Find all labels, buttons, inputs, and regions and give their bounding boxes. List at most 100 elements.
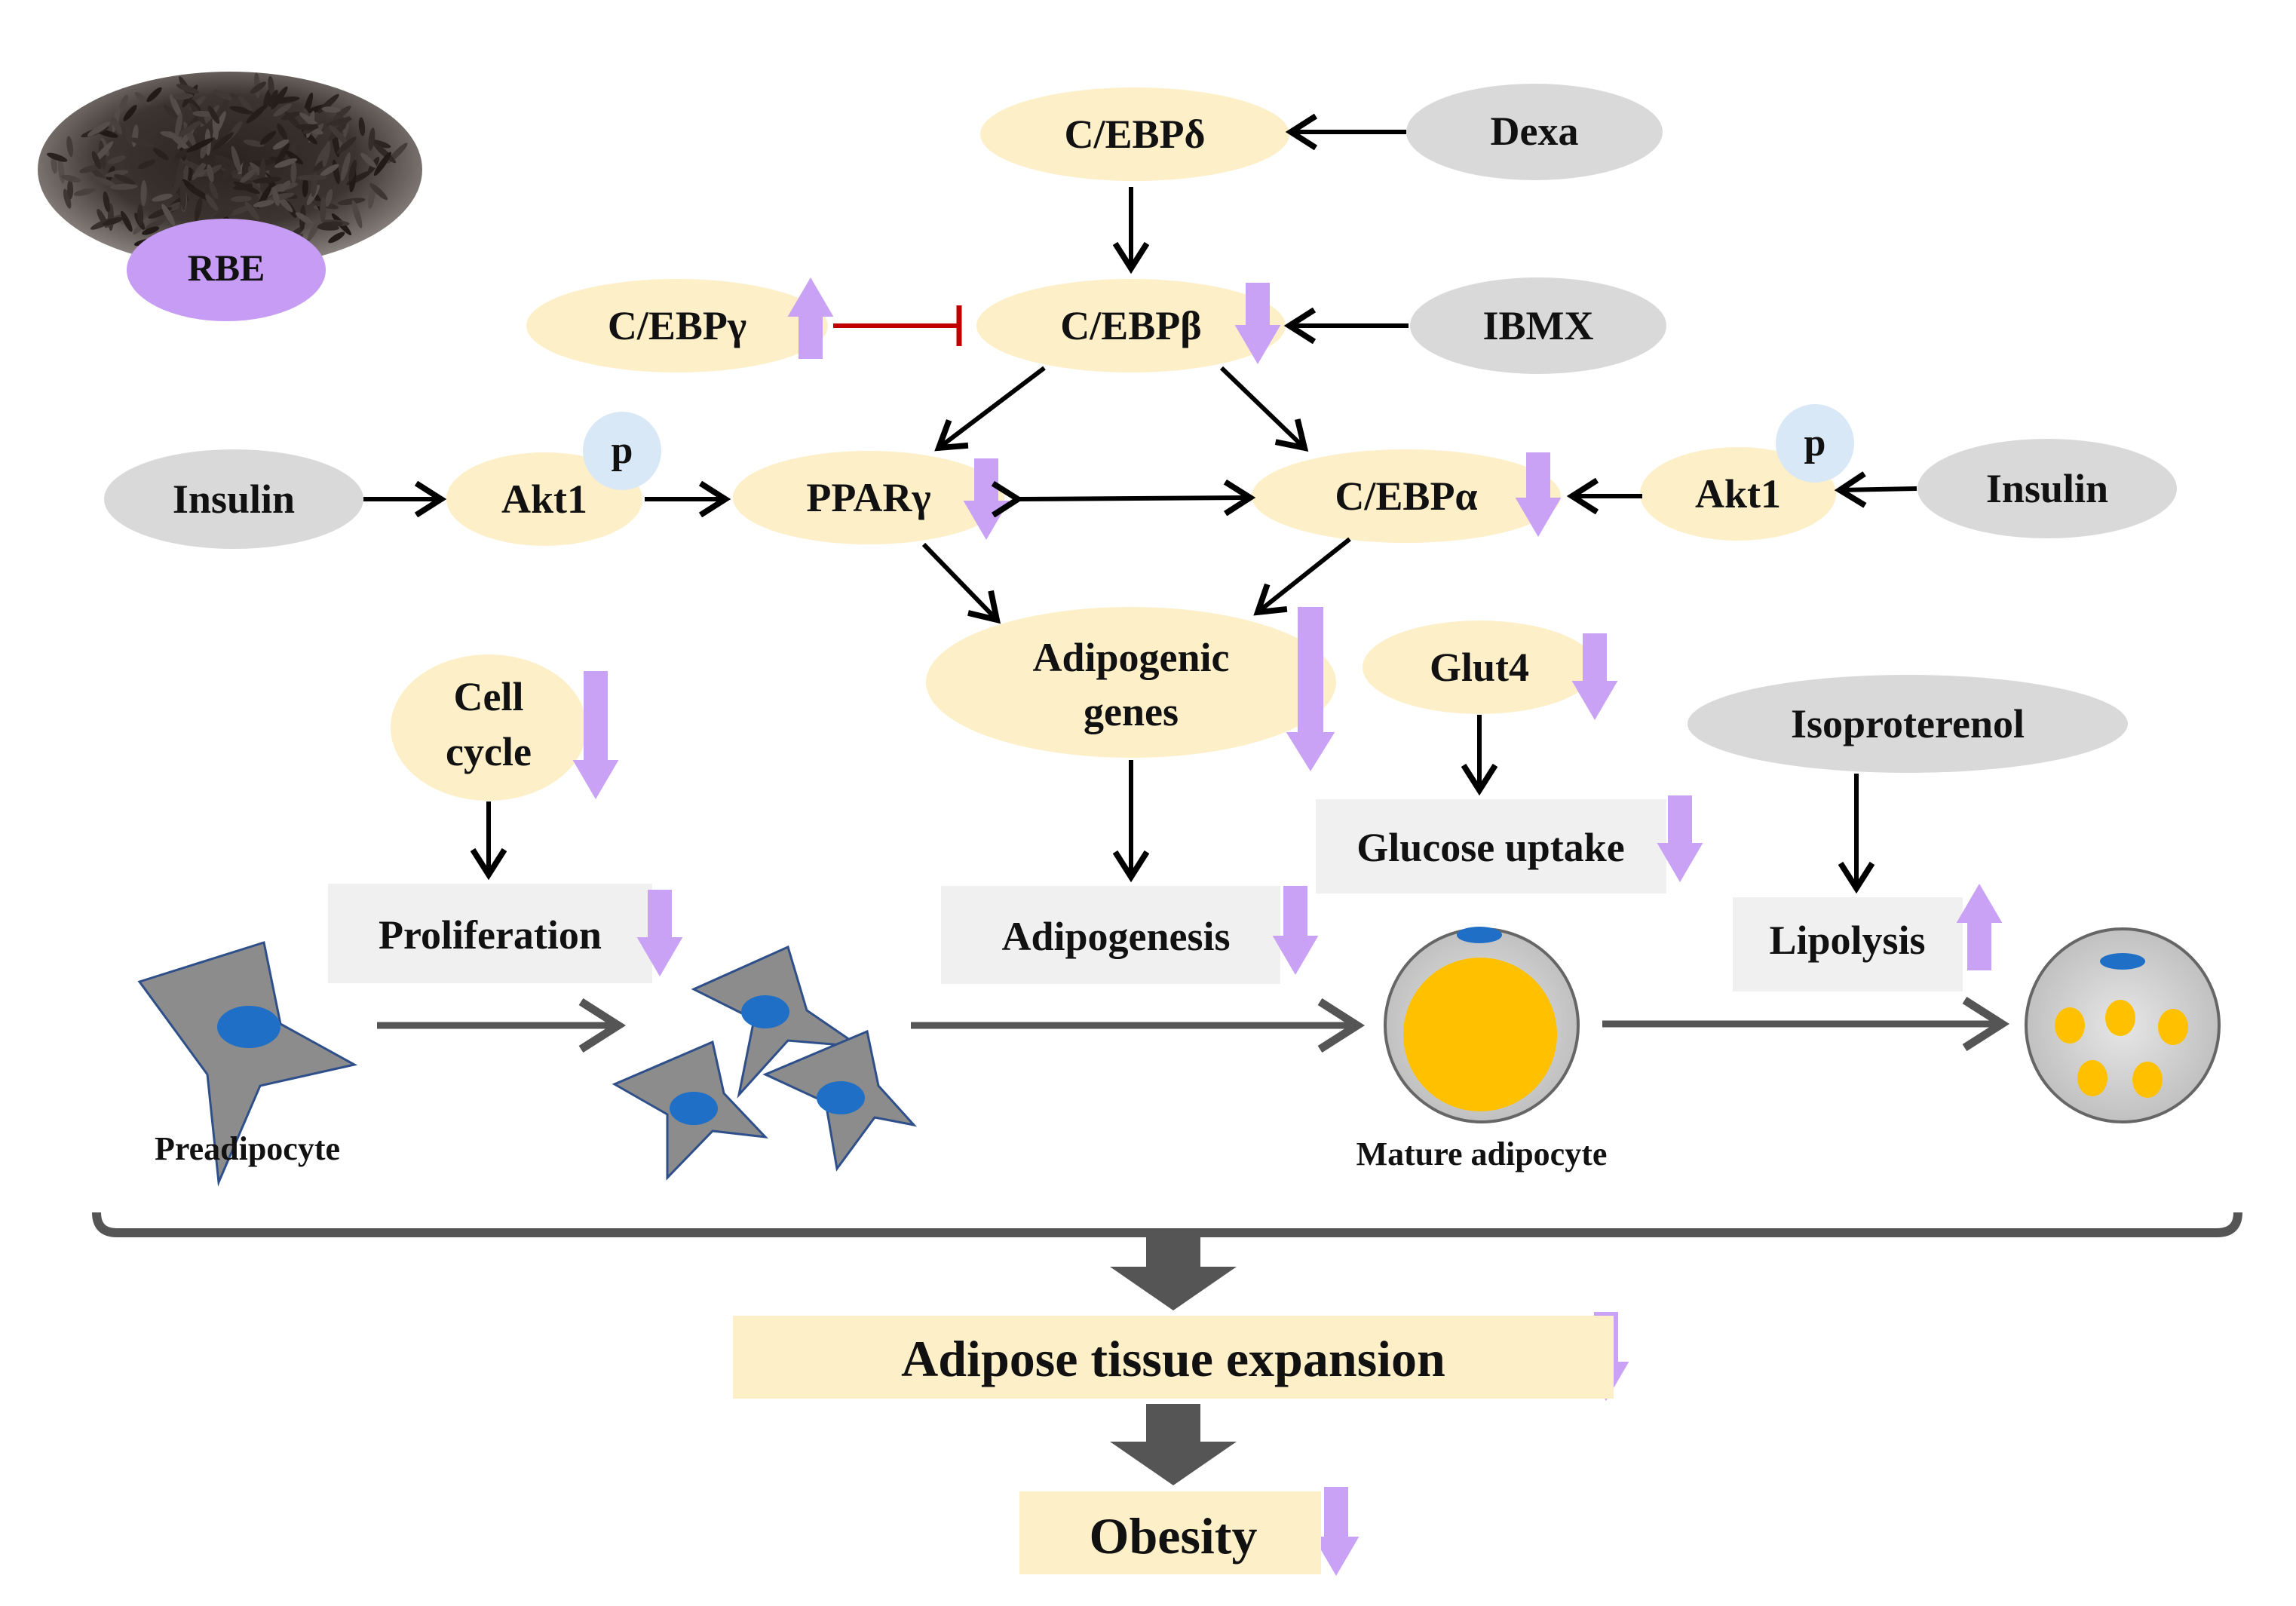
rice-grain	[233, 181, 260, 195]
insulin-left-label: Insulin	[173, 477, 295, 522]
rbe-ellipse	[127, 219, 326, 321]
rice-grain	[214, 155, 235, 165]
rice-grain	[272, 139, 290, 150]
rice-grain	[320, 197, 326, 223]
rice-grain	[273, 103, 292, 117]
proliferation-down-arrow	[636, 890, 683, 976]
box-glucose-uptake: Glucose uptake	[1316, 799, 1666, 893]
rice-grain	[348, 159, 357, 182]
rice-grain	[333, 106, 351, 121]
rice-grain	[368, 185, 376, 210]
rice-grain	[173, 93, 194, 100]
arrow-ppar-gamma-cebp-alpha	[1018, 498, 1250, 499]
rice-grain	[345, 152, 354, 180]
proliferating-nucleus-left	[670, 1092, 718, 1125]
rice-grain	[341, 152, 351, 181]
rice-grain	[296, 124, 319, 130]
rice-grain	[161, 204, 176, 226]
rice-grain	[368, 127, 376, 151]
rbe-label: RBE	[188, 247, 265, 289]
rice-grain	[321, 106, 341, 113]
rice-grain	[253, 200, 274, 208]
rice-grain	[238, 96, 253, 111]
cebp-beta-label: C/EBPβ	[1060, 303, 1201, 348]
rice-grain	[213, 90, 233, 100]
rice-grain	[270, 97, 300, 104]
rice-grain	[91, 151, 102, 170]
rice-grain	[207, 105, 220, 124]
node-cebp-beta: C/EBPβ	[976, 279, 1286, 372]
node-insulin-right: Insulin	[1917, 439, 2177, 538]
proliferating-nucleus-right	[817, 1081, 865, 1114]
rice-grain	[123, 105, 137, 121]
proliferating-cell-right	[762, 1029, 918, 1172]
rice-grain	[240, 169, 256, 184]
rice-grain	[285, 150, 303, 165]
rice-grain	[134, 92, 151, 105]
rice-grain	[192, 110, 214, 118]
rice-grain	[229, 106, 253, 115]
rice-grain	[175, 112, 182, 137]
akt1-right-label: Akt1	[1695, 471, 1781, 516]
rice-grain	[120, 210, 133, 232]
rice-grain	[66, 136, 74, 158]
rice-grain	[325, 188, 333, 207]
rice-grain	[268, 90, 278, 107]
rice-grain	[373, 143, 397, 164]
rice-grain	[109, 183, 138, 190]
rbe-node: RBE	[127, 219, 326, 321]
rice-grain	[171, 172, 184, 196]
cebp-gamma-label: C/EBPγ	[608, 303, 746, 348]
node-cebp-gamma: C/EBPγ	[526, 279, 828, 372]
rice-grain	[290, 161, 297, 184]
rice-grain	[373, 152, 391, 176]
adipogenic-genes-down-arrow	[1286, 607, 1335, 771]
rice-grain	[230, 195, 253, 202]
rice-grain	[271, 187, 280, 207]
adipogenesis-label: Adipogenesis	[1001, 914, 1230, 959]
proliferation-label: Proliferation	[379, 912, 602, 958]
small-lipid-droplet	[2055, 1007, 2085, 1044]
rice-grain	[142, 226, 160, 235]
rice-grain	[322, 140, 331, 167]
rice-grain	[112, 117, 122, 135]
box-obesity: Obesity	[1019, 1491, 1321, 1574]
rice-grain	[107, 155, 127, 164]
rice-grain	[47, 152, 68, 162]
node-cebp-alpha: C/EBPα	[1252, 449, 1561, 543]
phospho-right	[1776, 404, 1854, 483]
rice-grain	[130, 137, 155, 147]
dexa-label: Dexa	[1491, 109, 1579, 154]
obesity-label: Obesity	[1090, 1507, 1258, 1565]
stage-arrows	[377, 996, 2010, 1053]
rice-grain	[186, 138, 214, 152]
glucose-uptake-down-arrow	[1657, 795, 1703, 882]
rice-grain	[231, 146, 241, 173]
mature-adipocyte-nucleus	[1457, 927, 1502, 943]
node-akt1-right: Akt1 p	[1640, 404, 1854, 541]
arrow-cebp-beta-to-cebp-alpha	[1219, 366, 1304, 448]
rice-grain	[244, 201, 260, 221]
rice-grain	[60, 174, 81, 182]
rice-grain	[152, 193, 173, 202]
preadipocyte-label: Preadipocyte	[155, 1130, 340, 1167]
rice-grain	[307, 218, 321, 242]
rice-grain	[51, 155, 58, 174]
rice-grain	[277, 123, 288, 140]
rice-grain	[212, 132, 234, 151]
preadipocyte-nucleus	[217, 1006, 280, 1048]
rice-grain	[138, 159, 156, 169]
cell-cycle-label-1: Cell	[454, 674, 524, 719]
rice-grain	[194, 197, 203, 222]
rice-grain	[274, 143, 290, 167]
cebp-beta-down-arrow	[1234, 283, 1281, 364]
small-lipid-droplet	[2077, 1060, 2107, 1096]
box-adipose-tissue-expansion: Adipose tissue expansion	[733, 1316, 1614, 1399]
rice-grain	[114, 174, 136, 185]
node-cebp-delta: C/EBPδ	[980, 87, 1289, 181]
node-ibmx: IBMX	[1410, 277, 1666, 374]
cebp-gamma-up-arrow	[787, 277, 834, 359]
rice-grain	[360, 152, 377, 168]
rice-grain	[140, 179, 147, 207]
akt1-left-label: Akt1	[501, 477, 587, 522]
